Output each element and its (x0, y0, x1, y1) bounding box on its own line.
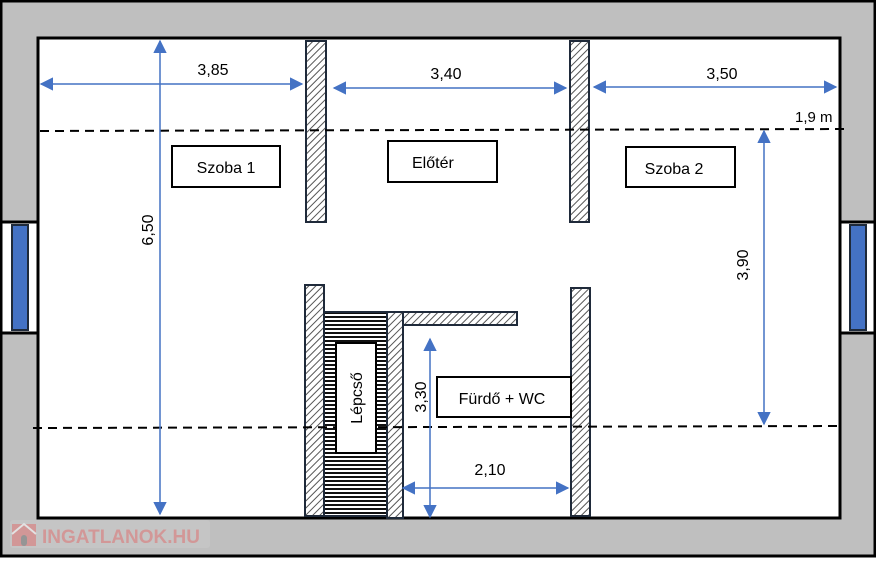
room-label-szoba-1: Szoba 1 (171, 145, 281, 188)
dim-room1-width: 3,85 (197, 62, 228, 79)
partition-wall (570, 287, 591, 517)
room-label-szoba-2: Szoba 2 (625, 146, 736, 188)
dim-bath-width: 2,10 (474, 462, 505, 479)
svg-text:INGATLANOK.HU: INGATLANOK.HU (42, 527, 200, 548)
watermark-logo: INGATLANOK.HU (10, 520, 210, 548)
dim-room2-depth: 3,90 (735, 249, 752, 280)
partition-wall (305, 40, 327, 223)
dim-hall-width: 3,40 (430, 66, 461, 83)
window-right (849, 224, 867, 331)
svg-text:Fürdő + WC: Fürdő + WC (459, 391, 546, 408)
house-icon (11, 522, 37, 546)
svg-text:Előtér: Előtér (412, 155, 454, 172)
window-left (11, 224, 29, 331)
svg-text:Szoba 1: Szoba 1 (197, 160, 256, 177)
partition-wall (402, 311, 518, 326)
partition-wall (569, 40, 590, 223)
svg-text:Szoba 2: Szoba 2 (645, 161, 704, 178)
svg-text:Lépcső: Lépcső (349, 372, 366, 424)
room-label-eloter: Előtér (387, 140, 498, 183)
dim-total-depth: 6,50 (140, 214, 157, 245)
dim-bath-depth: 3,30 (413, 381, 430, 412)
ceiling-height-label: 1,9 m (795, 109, 833, 126)
room-label-lepcso: Lépcső (335, 342, 377, 454)
partition-wall (386, 311, 404, 519)
room-label-furdo: Fürdő + WC (436, 376, 572, 418)
dim-room2-width: 3,50 (706, 66, 737, 83)
partition-wall (304, 284, 325, 517)
